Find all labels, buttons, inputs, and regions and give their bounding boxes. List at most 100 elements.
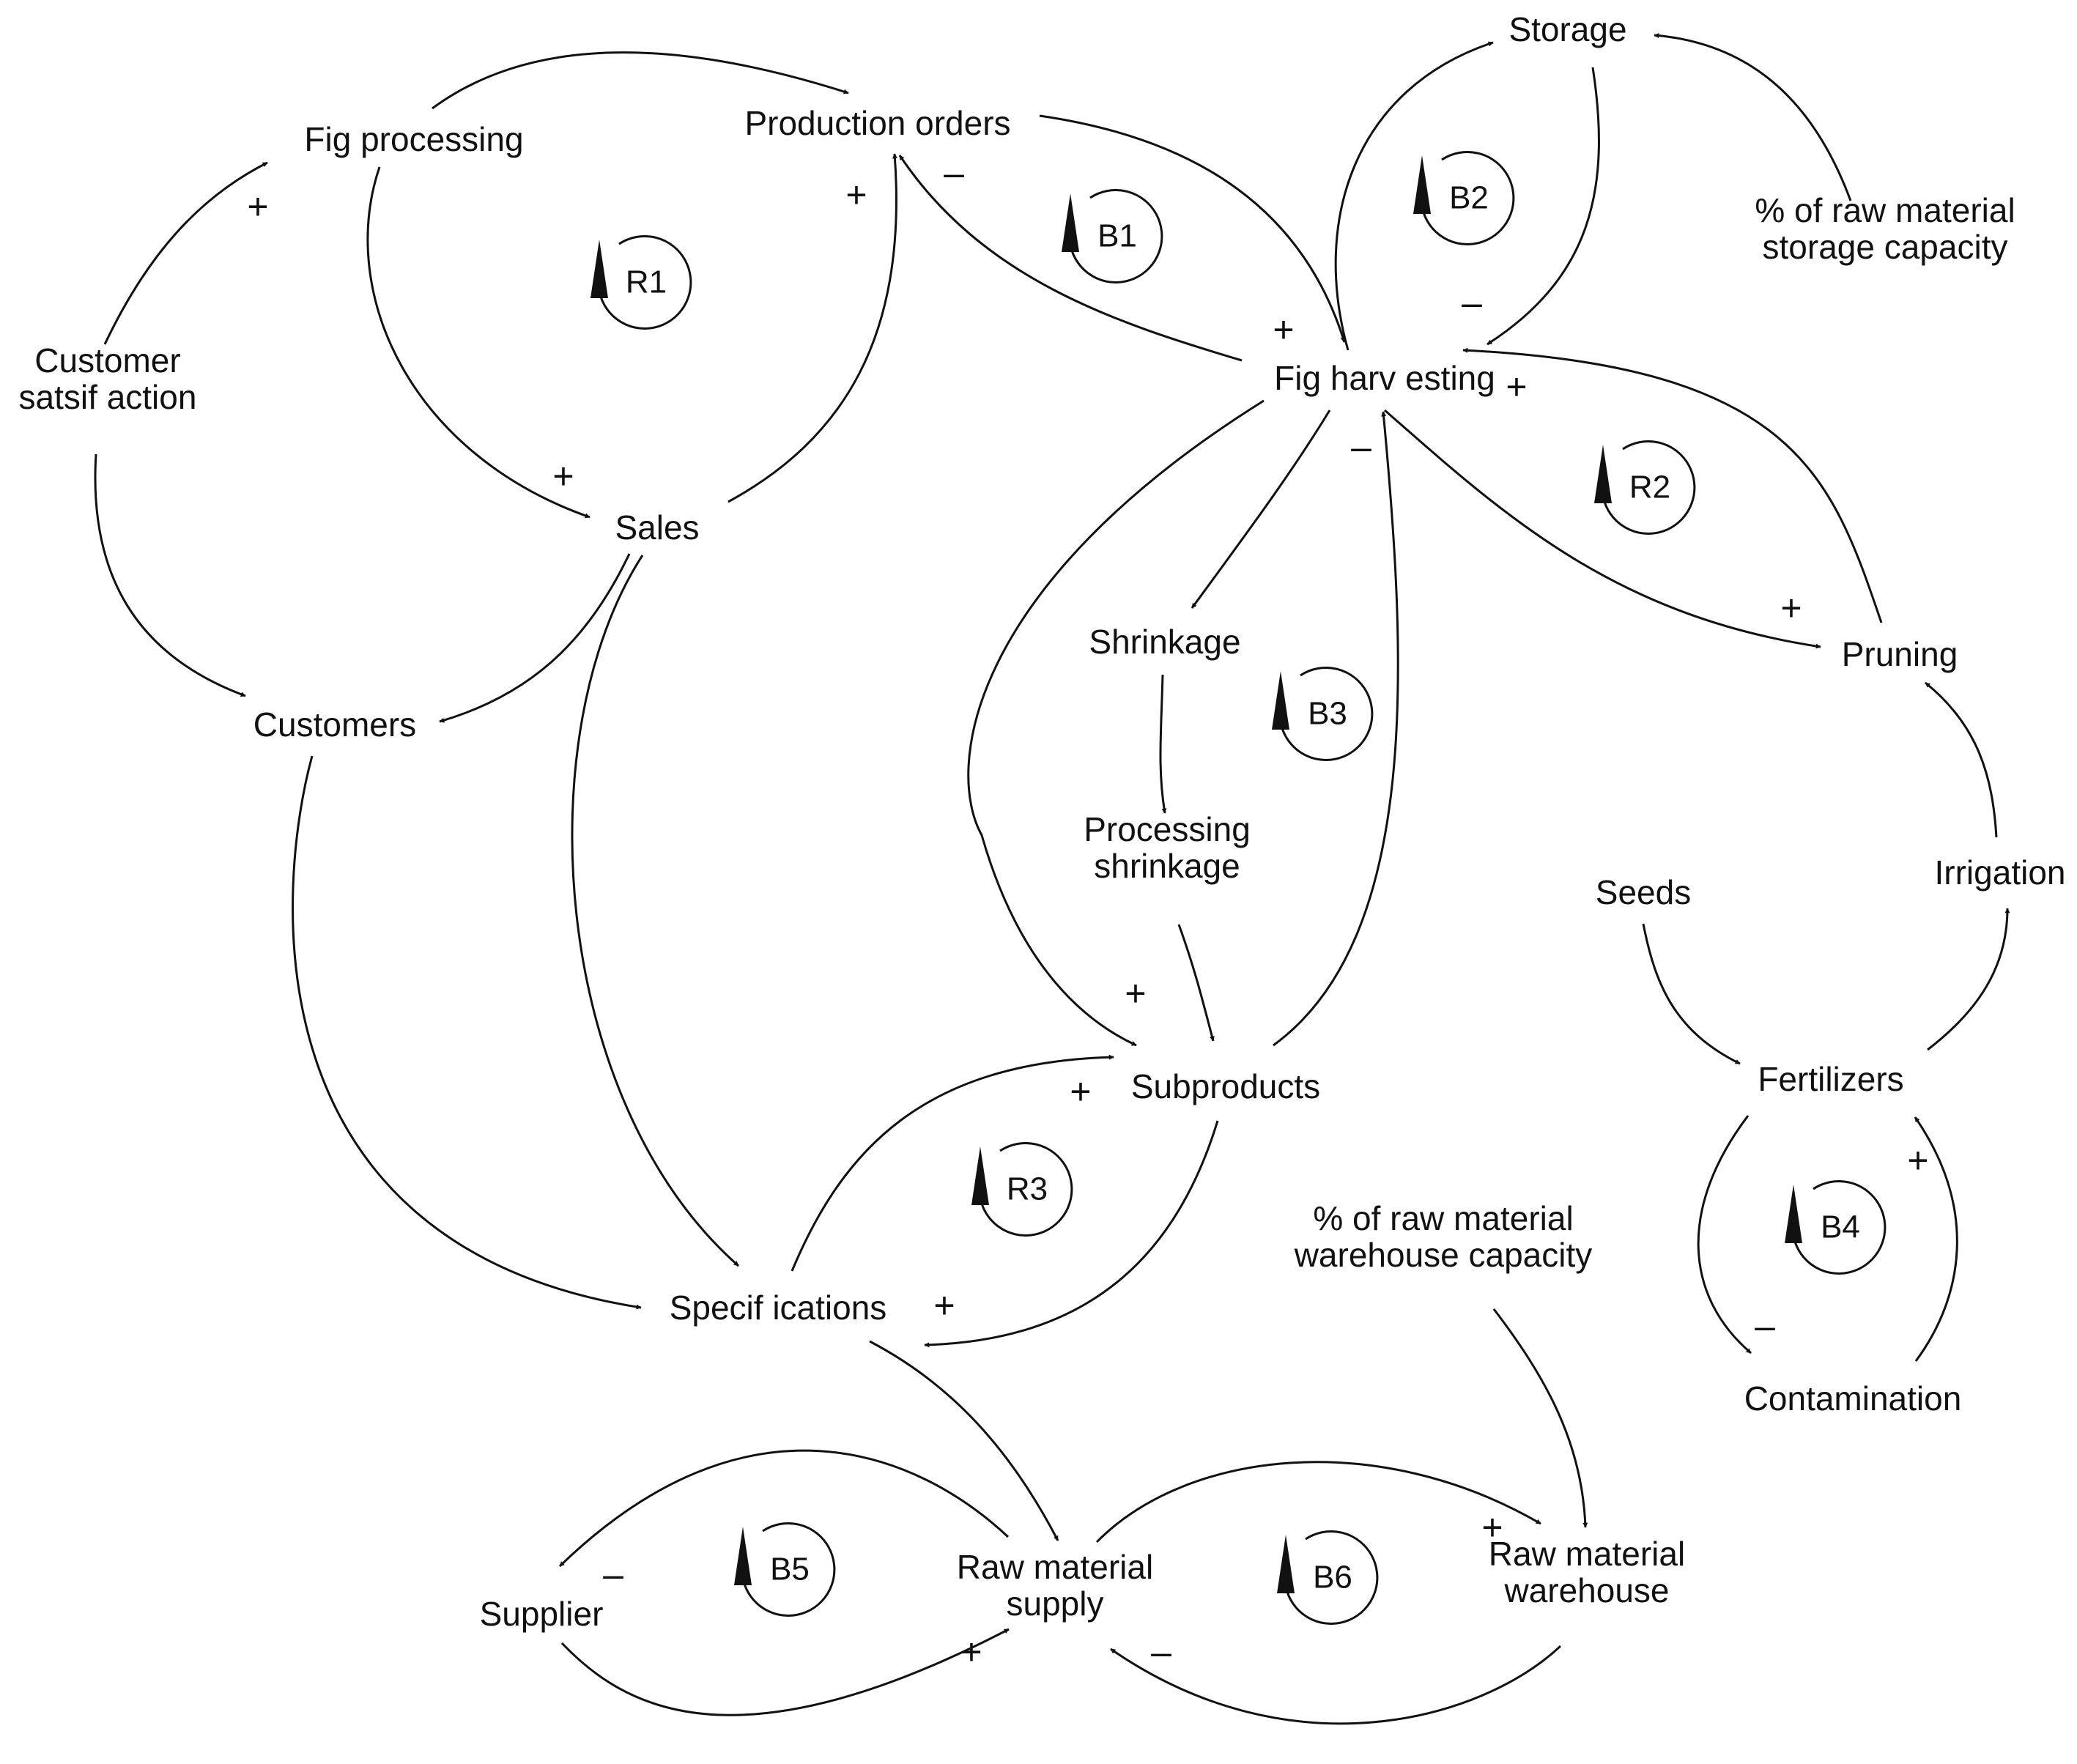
link-specifications-to-subproducts bbox=[791, 1054, 1114, 1272]
node-label-line: Raw material bbox=[1489, 1535, 1685, 1573]
loop-direction-triangle bbox=[1272, 671, 1289, 730]
link-fig_harvesting-to-storage bbox=[1334, 41, 1494, 351]
link-seeds-to-fertilizers bbox=[1642, 923, 1741, 1065]
polarity-storage-to-fig_harvesting: – bbox=[1462, 282, 1482, 323]
node-label-line: Seeds bbox=[1596, 873, 1691, 911]
link-fig_harvesting-to-shrinkage bbox=[1191, 410, 1331, 609]
node-label-line: supply bbox=[1007, 1585, 1104, 1623]
node-label-line: Subproducts bbox=[1131, 1067, 1320, 1105]
loop-label: R2 bbox=[1629, 470, 1670, 505]
link-fertilizers-to-contamination bbox=[1697, 1115, 1752, 1354]
link-sales-to-production_orders bbox=[727, 153, 897, 503]
link-fig_harvesting-to-subproducts bbox=[967, 399, 1265, 1047]
loop-direction-triangle bbox=[590, 240, 608, 298]
polarity-fig_harvesting-to-production_orders: – bbox=[944, 152, 964, 193]
loop-b3: B3 bbox=[1272, 666, 1374, 761]
link-raw_material_warehouse-to-raw_material_supply bbox=[1110, 1645, 1562, 1725]
link-sales-to-customers bbox=[439, 553, 631, 723]
loop-arc bbox=[1422, 150, 1515, 245]
node-label-line: warehouse capacity bbox=[1294, 1236, 1593, 1274]
polarity-fig_processing-to-sales: + bbox=[552, 456, 574, 497]
loop-arc bbox=[1281, 666, 1374, 761]
link-fertilizers-to-irrigation bbox=[1927, 908, 2010, 1051]
loop-arc bbox=[743, 1522, 836, 1617]
loop-arc bbox=[599, 234, 692, 330]
node-subproducts: Subproducts bbox=[1131, 1067, 1320, 1105]
link-supplier-to-raw_material_supply bbox=[560, 1628, 1010, 1716]
node-label-line: Shrinkage bbox=[1089, 623, 1240, 661]
loop-label: B1 bbox=[1097, 218, 1137, 254]
polarity-fig_harvesting-to-subproducts: + bbox=[1125, 973, 1146, 1014]
link-shrinkage-to-processing_shrinkage bbox=[1159, 674, 1167, 814]
link-contamination-to-fertilizers bbox=[1914, 1116, 1958, 1362]
link-subproducts-to-fig_harvesting bbox=[1273, 411, 1399, 1047]
node-label-line: Fig processing bbox=[304, 120, 523, 158]
polarity-production_orders-to-fig_harvesting: + bbox=[1273, 309, 1294, 350]
polarity-raw_material_warehouse-to-raw_material_supply: – bbox=[1151, 1631, 1171, 1672]
loop-label: B6 bbox=[1313, 1560, 1352, 1596]
loop-b5: B5 bbox=[734, 1522, 836, 1617]
link-sales-to-specifications bbox=[571, 555, 739, 1267]
node-label-line: Customers bbox=[253, 705, 416, 744]
node-label-line: Fig harv esting bbox=[1274, 359, 1495, 397]
link-customers-to-specifications bbox=[292, 755, 642, 1310]
node-label-line: Contamination bbox=[1744, 1379, 1962, 1418]
node-shrinkage: Shrinkage bbox=[1089, 623, 1240, 661]
link-specifications-to-raw_material_supply bbox=[869, 1340, 1059, 1541]
link-fig_processing-to-production_orders bbox=[432, 51, 849, 110]
loop-arc bbox=[1603, 440, 1696, 535]
node-label-line: storage capacity bbox=[1763, 228, 2008, 266]
link-raw_material_supply-to-supplier bbox=[558, 1449, 1010, 1568]
node-fig-harvesting: Fig harv esting bbox=[1274, 359, 1495, 397]
loop-b6: B6 bbox=[1277, 1530, 1379, 1625]
node-label-line: Supplier bbox=[480, 1595, 604, 1633]
node-contamination: Contamination bbox=[1744, 1379, 1962, 1418]
node-sales: Sales bbox=[615, 508, 699, 546]
polarity-fig_harvesting-to-pruning: + bbox=[1780, 588, 1802, 629]
node-label-line: Pruning bbox=[1842, 635, 1958, 673]
node-label-line: shrinkage bbox=[1094, 847, 1240, 885]
link-subproducts-to-specifications bbox=[924, 1120, 1219, 1348]
node-label-line: % of raw material bbox=[1755, 191, 2015, 229]
polarity-raw_material_supply-to-supplier: – bbox=[603, 1554, 623, 1595]
node-production-orders: Production orders bbox=[744, 104, 1010, 142]
link-warehouse_capacity-to-raw_material_warehouse bbox=[1492, 1308, 1588, 1528]
node-label-line: % of raw material bbox=[1313, 1199, 1573, 1237]
node-label-line: Processing bbox=[1084, 810, 1251, 848]
node-label-line: Sales bbox=[615, 508, 699, 546]
loop-r1: R1 bbox=[590, 234, 692, 330]
loop-direction-triangle bbox=[1277, 1535, 1295, 1593]
loop-arc bbox=[1286, 1530, 1379, 1625]
link-irrigation-to-pruning bbox=[1925, 681, 1998, 838]
link-storage-to-fig_harvesting bbox=[1487, 67, 1600, 346]
loop-r2: R2 bbox=[1594, 440, 1696, 535]
loop-direction-triangle bbox=[1413, 155, 1431, 214]
loop-label: B4 bbox=[1821, 1209, 1860, 1245]
polarity-raw_material_supply-to-raw_material_warehouse: + bbox=[1481, 1507, 1503, 1548]
polarity-subproducts-to-fig_harvesting: – bbox=[1351, 426, 1371, 467]
node-label-line: Irrigation bbox=[1935, 853, 2066, 892]
link-fig_harvesting-to-production_orders bbox=[898, 155, 1243, 362]
polarity-customer_satisfaction-to-fig_processing: + bbox=[247, 186, 268, 227]
polarity-supplier-to-raw_material_supply: + bbox=[960, 1631, 982, 1672]
node-fertilizers: Fertilizers bbox=[1758, 1060, 1903, 1098]
node-seeds: Seeds bbox=[1596, 873, 1691, 911]
link-raw_material_supply-to-raw_material_warehouse bbox=[1095, 1461, 1541, 1544]
loop-direction-triangle bbox=[734, 1527, 752, 1585]
node-fig-processing: Fig processing bbox=[304, 120, 523, 158]
loop-b4: B4 bbox=[1785, 1179, 1887, 1275]
node-irrigation: Irrigation bbox=[1935, 853, 2066, 892]
node-label-line: satsif action bbox=[19, 378, 197, 416]
loop-arc bbox=[1070, 188, 1163, 284]
polarity-subproducts-to-specifications: + bbox=[933, 1285, 955, 1326]
link-fig_processing-to-sales bbox=[366, 166, 590, 519]
link-production_orders-to-fig_harvesting bbox=[1039, 114, 1346, 343]
node-pruning: Pruning bbox=[1842, 635, 1958, 673]
loop-arc bbox=[1793, 1179, 1887, 1275]
